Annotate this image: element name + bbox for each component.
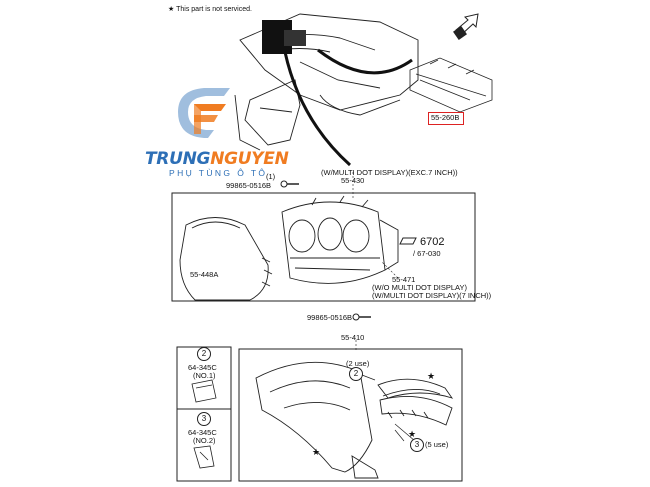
housing-group-box bbox=[238, 348, 463, 482]
star-marker-1: ★ bbox=[427, 371, 436, 381]
leader-cluster bbox=[283, 51, 352, 167]
star-marker-3: ★ bbox=[312, 447, 321, 457]
switch-panel-drawing bbox=[409, 57, 493, 113]
clip-no2-icon bbox=[193, 445, 215, 469]
star-marker-2: ★ bbox=[408, 429, 417, 439]
legend-code-1: 64-345C bbox=[188, 363, 217, 372]
bolt-top-icon bbox=[280, 180, 299, 188]
label-55-448A: 55-448A bbox=[190, 270, 219, 279]
note-multi-7: (W/MULTI DOT DISPLAY)(7 INCH)) bbox=[372, 291, 492, 300]
callout-3: 3 bbox=[410, 438, 424, 452]
label-67-030: / 67-030 bbox=[413, 249, 441, 258]
legend-sub-2: (NO.2) bbox=[193, 436, 216, 445]
leader-lines bbox=[352, 172, 399, 352]
legend-sub-1: (NO.1) bbox=[193, 371, 216, 380]
label-55-471: 55-471 bbox=[392, 275, 416, 284]
legend-code-2: 64-345C bbox=[188, 428, 217, 437]
trim-lower-drawing bbox=[379, 395, 453, 426]
housing-drawing bbox=[255, 361, 379, 479]
brand-emblem-icon bbox=[178, 88, 230, 138]
leader-switch bbox=[317, 48, 413, 75]
star-icon: ★ bbox=[168, 6, 175, 13]
not-serviced-text: This part is not serviced. bbox=[176, 6, 252, 13]
label-bolt-bottom: 99865-0516B bbox=[307, 313, 353, 322]
trim-upper-drawing bbox=[377, 378, 454, 399]
connector-icon bbox=[399, 237, 417, 245]
note-wo-multi: (W/O MULTI DOT DISPLAY) bbox=[372, 283, 468, 292]
callout-leaders bbox=[361, 374, 416, 442]
cluster-group-box bbox=[171, 192, 476, 302]
label-55-430: 55-430 bbox=[341, 176, 365, 185]
not-serviced-note: ★ This part is not serviced. bbox=[168, 5, 252, 13]
label-bolt-top: 99865-0516B bbox=[226, 181, 272, 190]
legend-number-3: 3 bbox=[197, 412, 211, 426]
brand-tagline: PHỤ TÙNG Ô TÔ bbox=[169, 168, 268, 178]
label-circle-1: (1) bbox=[266, 172, 276, 181]
bolt-bottom-icon bbox=[352, 313, 371, 321]
view-arrow-icon bbox=[453, 13, 479, 40]
label-55-260B: 55-260B bbox=[431, 113, 460, 122]
cluster-location-dark bbox=[284, 30, 306, 46]
callout-2: 2 bbox=[349, 367, 363, 381]
brand-logo bbox=[168, 82, 240, 144]
label-55-410: 55-410 bbox=[341, 333, 365, 342]
highlight-55-260B bbox=[428, 112, 464, 125]
clip-no1-icon bbox=[191, 379, 217, 403]
label-6702: 6702 bbox=[420, 236, 445, 248]
label-2-use: (2 use) bbox=[346, 359, 370, 368]
brand-name: TRUNGNGUYEN bbox=[145, 149, 289, 169]
lens-cover-drawing bbox=[179, 217, 273, 301]
meter-assembly-drawing bbox=[281, 195, 399, 284]
label-5-use: (5 use) bbox=[425, 440, 449, 449]
legend-number-2: 2 bbox=[197, 347, 211, 361]
note-multi-exc7: (W/MULTI DOT DISPLAY)(EXC.7 INCH)) bbox=[321, 168, 458, 177]
